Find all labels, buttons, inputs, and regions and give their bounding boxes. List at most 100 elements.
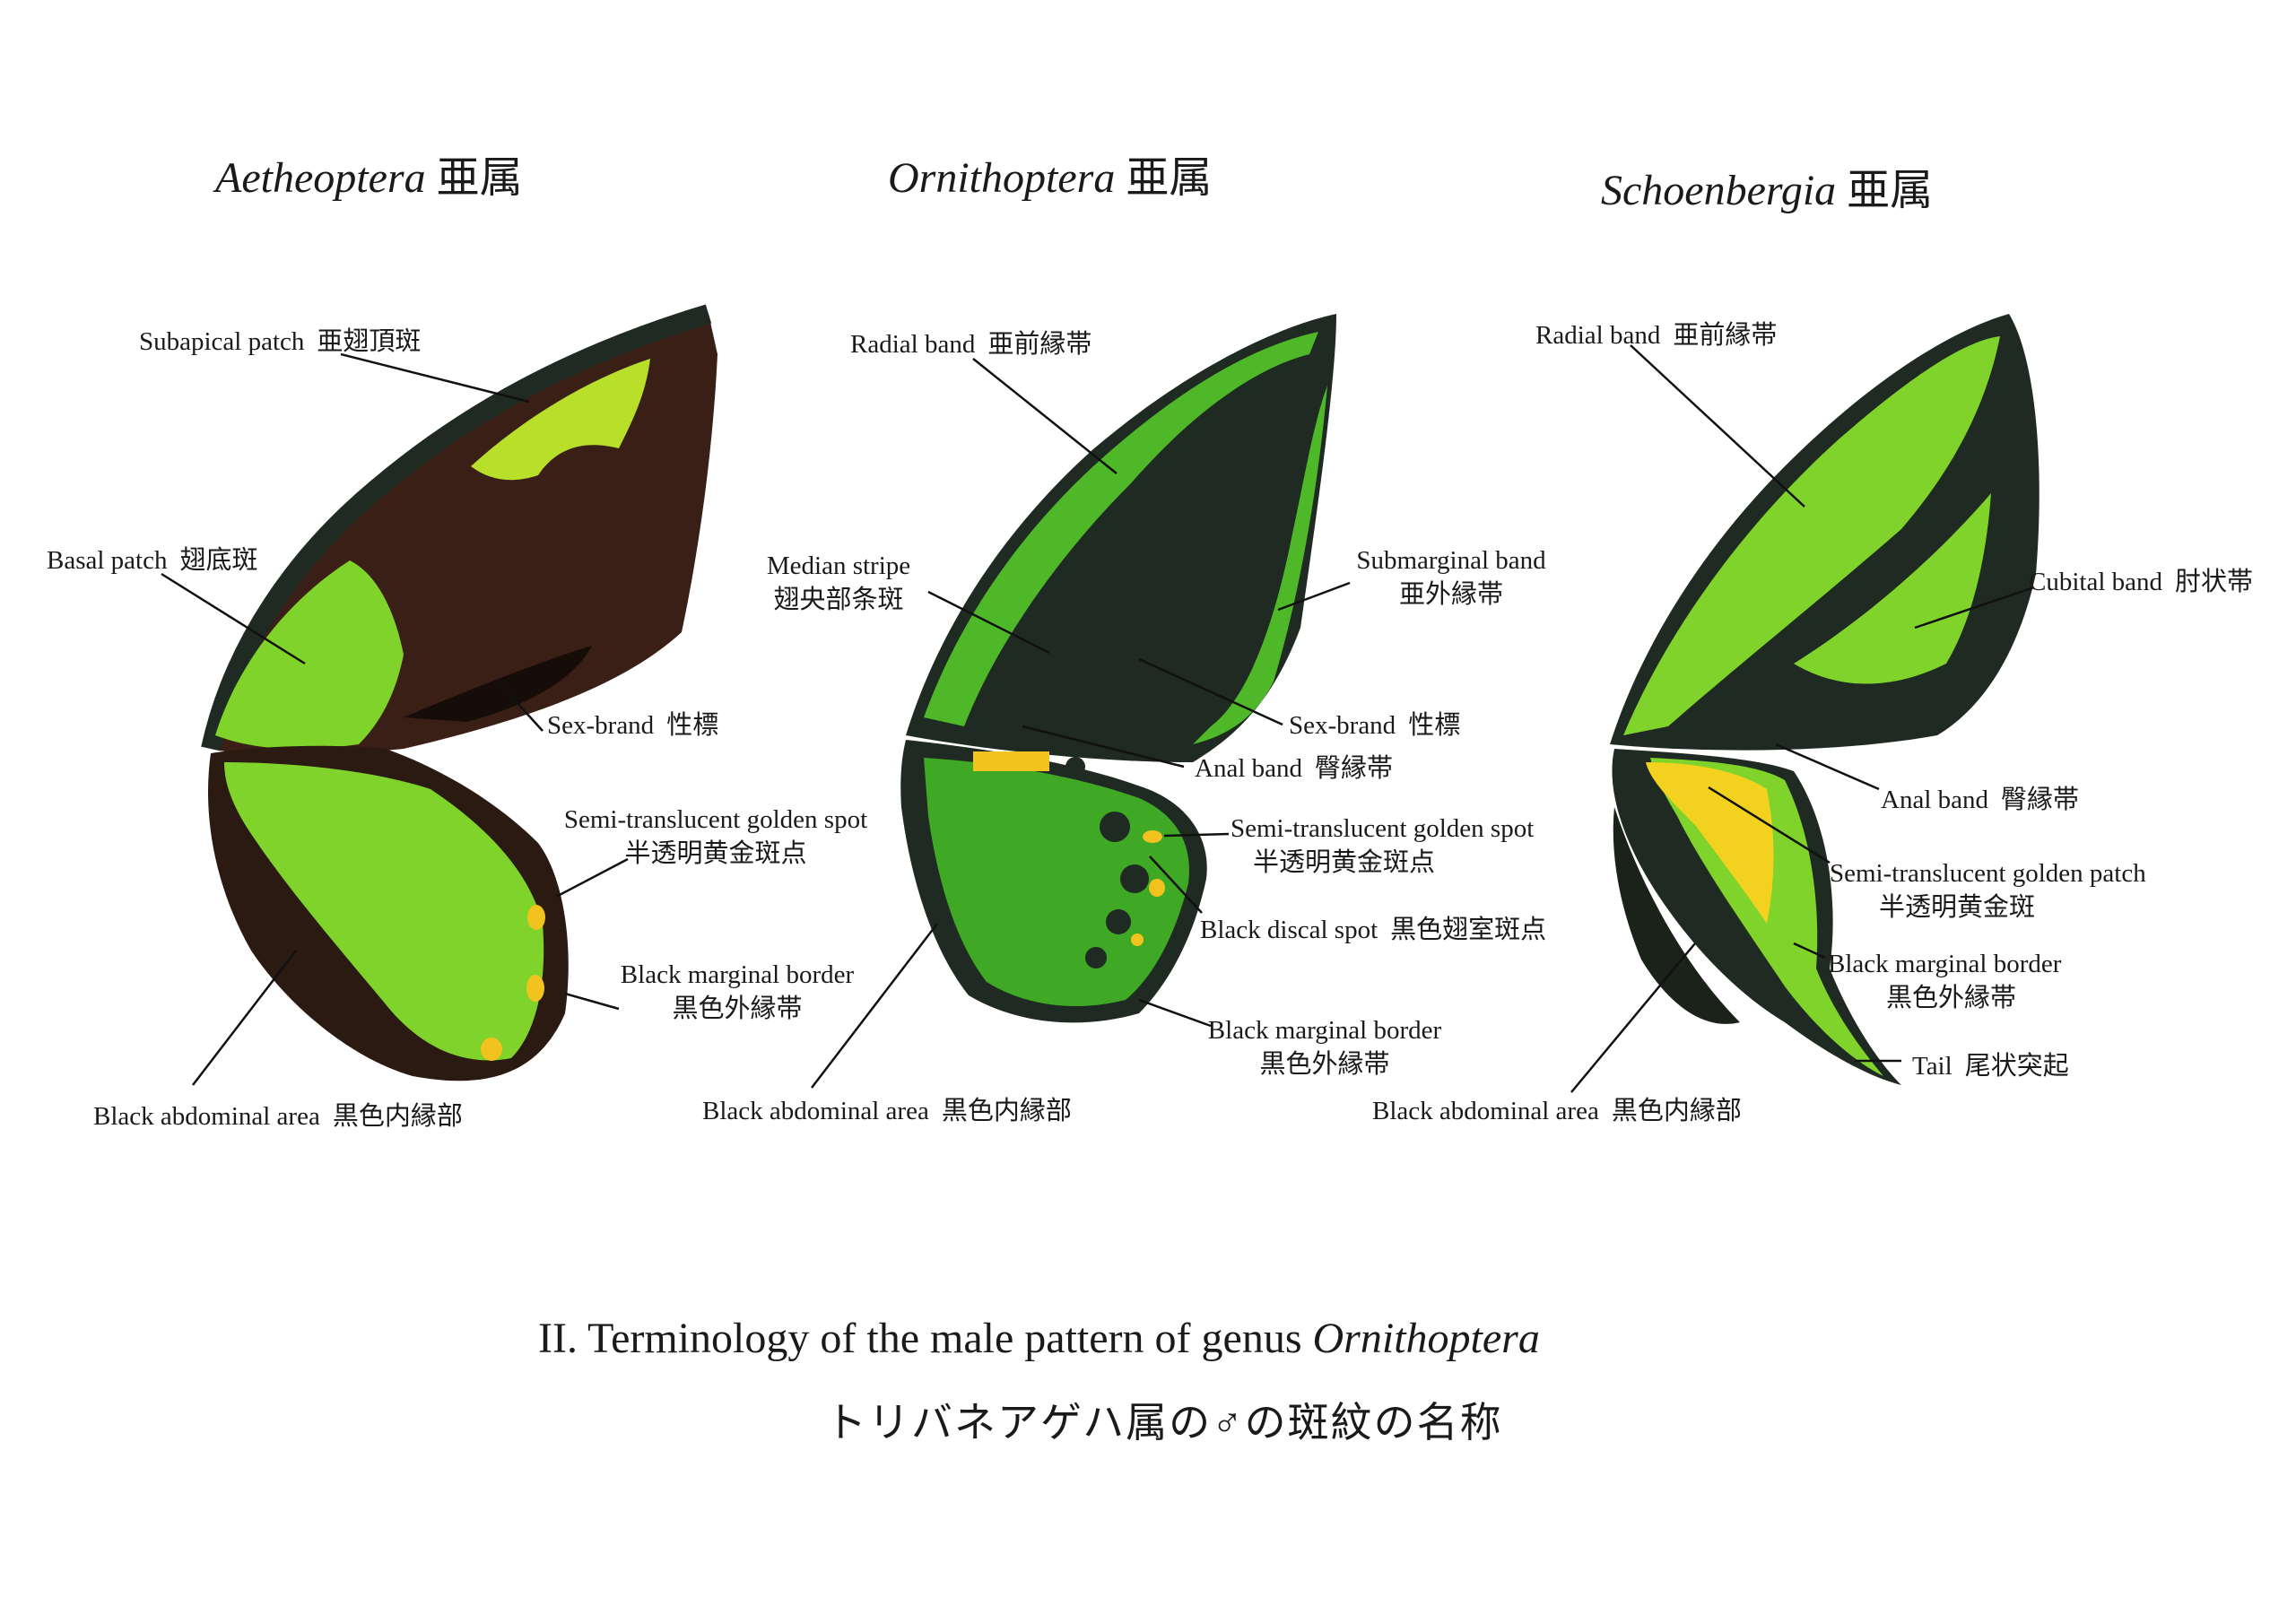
label-black-marginal-border: Black marginal border 黒色外縁帯 [594,958,881,1026]
label-en: Black abdominal area [93,1102,320,1131]
schoenbergia-cubital-band [1794,493,1991,684]
label-jp: 性標 [1408,711,1461,740]
label-en: Cubital band [2029,568,2163,596]
label-anal-band: Anal band 臀縁帯 [1881,783,2079,817]
ornithoptera-discal-spot-2 [1120,864,1149,893]
rank-jp: 亜属 [1126,154,1213,202]
ornithoptera-anal-spot [1065,757,1085,777]
aetheoptera-subapical-patch [471,359,650,481]
ornithoptera-forewing [906,314,1336,762]
genus-name: Ornithoptera [888,154,1116,202]
label-en: Semi-translucent golden patch [1830,859,2146,888]
ornithoptera-radial-band [924,332,1318,726]
ornithoptera-golden-spot-3 [1131,934,1144,946]
ornithoptera-submarginal-band [1193,386,1327,744]
label-jp: 尾状突起 [1964,1052,2069,1081]
label-jp: 亜外縁帯 [1398,580,1503,609]
label-anal-band: Anal band 臀縁帯 [1195,751,1393,786]
label-en: Anal band [1195,754,1302,783]
panel-title-schoenbergia: Schoenbergia 亜属 [1601,154,1933,217]
label-jp: 黒色内縁部 [1611,1097,1742,1125]
label-jp: 黒色外縁帯 [672,994,803,1023]
label-en: Sex-brand [547,711,655,740]
figure-caption-jp: トリバネアゲハ属の♂の斑紋の名称 [825,1400,1503,1446]
label-jp: 亜前縁帯 [987,330,1092,359]
label-jp: 翅底斑 [179,546,258,575]
aetheoptera-golden-spot-1 [527,905,545,930]
ornithoptera-discal-spot-4 [1085,947,1107,968]
label-en: Tail [1912,1052,1952,1081]
label-black-abdominal-area: Black abdominal area 黒色内縁部 [702,1094,1072,1128]
aetheoptera-sexbrand [404,646,592,722]
label-sex-brand: Sex-brand 性標 [547,708,718,743]
label-tail: Tail 尾状突起 [1912,1049,2069,1083]
label-en: Radial band [850,330,976,359]
label-en: Submarginal band [1356,546,1546,575]
label-median-stripe: Median stripe 翅央部条斑 [744,549,933,617]
figure-caption-en: II. Terminology of the male pattern of g… [538,1314,1540,1363]
genus-name: Schoenbergia [1601,167,1837,214]
label-en: Semi-translucent golden spot [563,805,868,834]
aetheoptera-golden-spot-3 [481,1038,502,1061]
label-jp: 性標 [666,711,719,740]
genus-name: Aetheoptera [215,154,426,202]
label-jp: 半透明黄金斑点 [1253,848,1436,877]
ornithoptera-golden-spot-2 [1149,879,1165,897]
caption-genus: Ornithoptera [1312,1315,1540,1362]
aetheoptera-hindwing-green [224,762,544,1061]
schoenbergia-abdominal-area [1613,807,1740,1024]
label-en: Basal patch [47,546,168,575]
label-radial-band: Radial band 亜前縁帯 [850,327,1091,361]
label-en: Subapical patch [139,327,305,356]
ornithoptera-golden-spot-1 [1143,830,1162,843]
panel-title-ornithoptera: Ornithoptera 亜属 [888,142,1212,204]
label-jp: 半透明黄金斑 [1879,893,2036,922]
label-jp: 半透明黄金斑点 [624,839,807,868]
label-black-marginal-border: Black marginal border 黒色外縁帯 [1828,947,2061,1015]
label-en: Semi-translucent golden spot [1231,814,1535,843]
ornithoptera-golden-bar [973,751,1049,771]
ornithoptera-wings [900,314,1336,1023]
rank-jp: 亜属 [1847,167,1934,214]
schoenbergia-wings [1610,314,2039,1085]
caption-prefix: II. Terminology of the male pattern of g… [538,1315,1313,1362]
label-jp: 臀縁帯 [1315,754,1394,783]
label-golden-spot: Semi-translucent golden spot 半透明黄金斑点 [1231,812,1534,880]
ornithoptera-discal-spot-3 [1106,909,1131,934]
label-black-marginal-border: Black marginal border 黒色外縁帯 [1177,1013,1473,1081]
ornithoptera-discal-spot-1 [1100,812,1130,842]
schoenbergia-golden-patch [1646,762,1774,924]
label-en: Median stripe [766,551,911,580]
label-en: Radial band [1535,321,1661,350]
label-en: Black discal spot [1200,916,1378,944]
label-en: Anal band [1881,786,1988,814]
label-jp: 翅央部条斑 [773,586,904,614]
label-en: Black marginal border [1207,1016,1442,1045]
label-en: Black marginal border [1828,950,2062,978]
label-jp: 臀縁帯 [2001,786,2080,814]
label-basal-patch: Basal patch 翅底斑 [47,543,258,578]
rank-jp: 亜属 [436,154,523,202]
label-jp: 黒色外縁帯 [1886,984,2017,1012]
label-jp: 黒色翅室斑点 [1390,916,1547,944]
label-subapical-patch: Subapical patch 亜翅頂斑 [139,325,421,359]
label-jp: 黒色外縁帯 [1259,1050,1390,1079]
label-en: Black marginal border [620,960,855,989]
label-submarginal-band: Submarginal band 亜外縁帯 [1326,543,1577,612]
label-jp: 黒色内縁部 [941,1097,1072,1125]
label-en: Black abdominal area [702,1097,929,1125]
leader-lines [161,344,2035,1093]
label-golden-spot: Semi-translucent golden spot 半透明黄金斑点 [527,803,904,871]
aetheoptera-golden-spot-2 [526,975,544,1002]
label-jp: 亜翅頂斑 [317,327,422,356]
label-jp: 肘状帯 [2175,568,2254,596]
aetheoptera-basal-patch [215,560,404,750]
label-cubital-band: Cubital band 肘状帯 [2029,565,2253,599]
label-black-discal-spot: Black discal spot 黒色翅室斑点 [1200,913,1546,947]
aetheoptera-forewing-border [201,304,712,751]
